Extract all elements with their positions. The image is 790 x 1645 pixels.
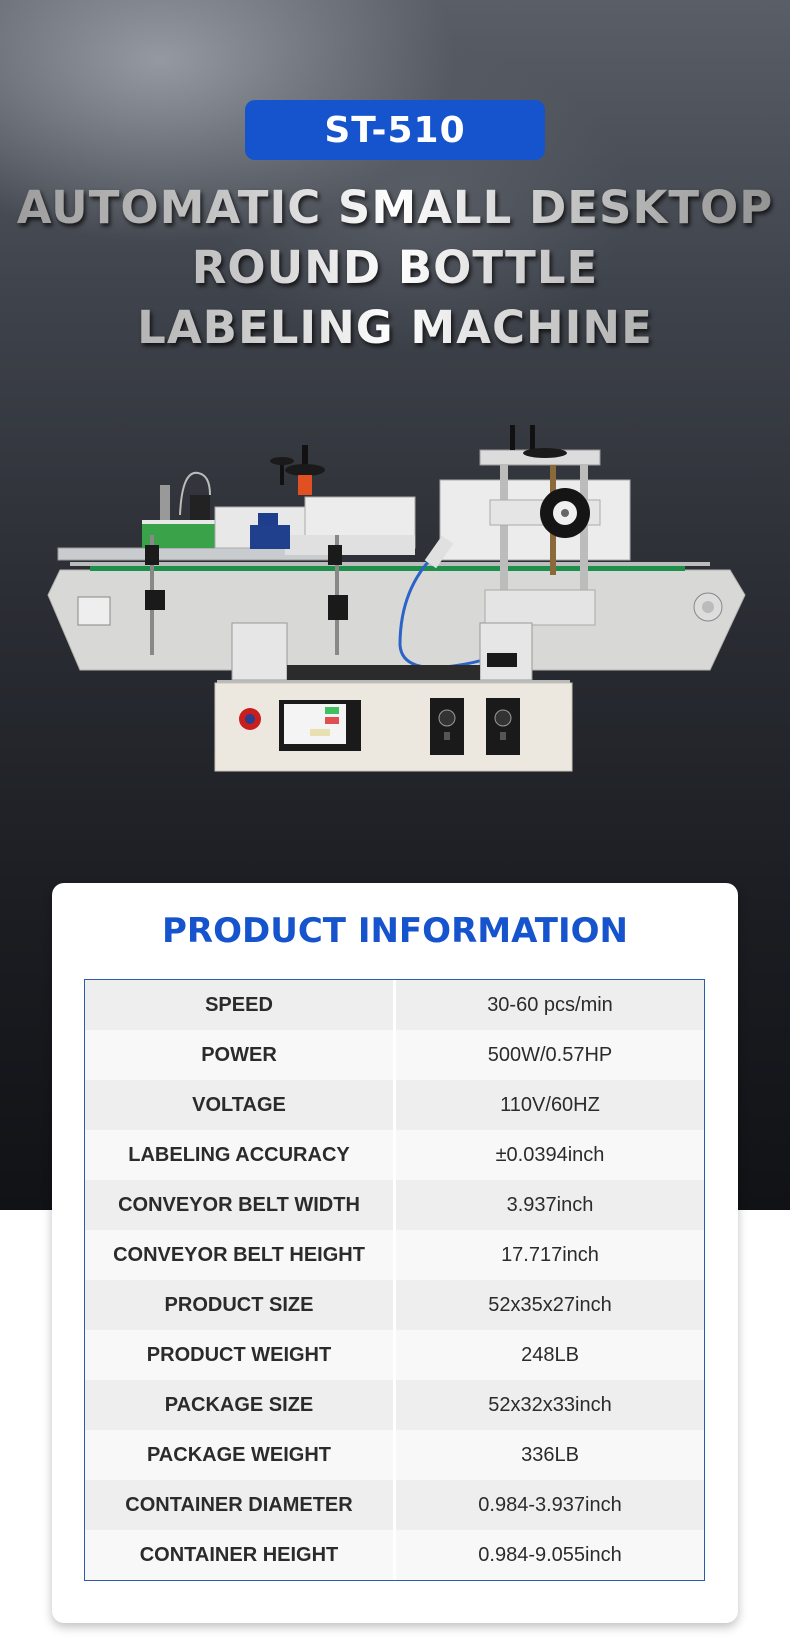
spec-row-product-size: PRODUCT SIZE 52x35x27inch [85, 1280, 704, 1330]
product-information-title: PRODUCT INFORMATION [162, 911, 628, 951]
model-badge-label: ST-510 [324, 109, 466, 151]
spec-value: 0.984-9.055inch [478, 1543, 622, 1566]
product-title: AUTOMATIC SMALL DESKTOP ROUND BOTTLE LAB… [0, 178, 790, 358]
spec-table: SPEED 30-60 pcs/min POWER 500W/0.57HP VO… [84, 979, 705, 1581]
spec-label: VOLTAGE [85, 1080, 396, 1130]
spec-value: 52x35x27inch [488, 1293, 612, 1316]
spec-row-labeling-accuracy: LABELING ACCURACY ±0.0394inch [85, 1130, 704, 1180]
spec-label: CONVEYOR BELT WIDTH [85, 1180, 396, 1230]
product-title-line-1: AUTOMATIC SMALL DESKTOP [0, 178, 790, 238]
spec-label: CONTAINER DIAMETER [85, 1480, 396, 1530]
spec-row-container-diameter: CONTAINER DIAMETER 0.984-3.937inch [85, 1480, 704, 1530]
model-badge: ST-510 [245, 100, 545, 160]
spec-value: 17.717inch [501, 1243, 599, 1266]
spec-value: 500W/0.57HP [487, 1043, 613, 1066]
spec-row-conveyor-belt-height: CONVEYOR BELT HEIGHT 17.717inch [85, 1230, 704, 1280]
spec-value: 3.937inch [506, 1193, 594, 1216]
spec-value: 0.984-3.937inch [478, 1493, 622, 1516]
spec-row-package-size: PACKAGE SIZE 52x32x33inch [85, 1380, 704, 1430]
spec-label: CONTAINER HEIGHT [85, 1530, 396, 1580]
spec-value: 248LB [521, 1343, 579, 1366]
spec-row-voltage: VOLTAGE 110V/60HZ [85, 1080, 704, 1130]
spec-label: PRODUCT WEIGHT [85, 1330, 396, 1380]
product-information-card: PRODUCT INFORMATION SPEED 30-60 pcs/min … [52, 883, 738, 1623]
spec-row-container-height: CONTAINER HEIGHT 0.984-9.055inch [85, 1530, 704, 1580]
spec-label: PACKAGE WEIGHT [85, 1430, 396, 1480]
spec-value: 30-60 pcs/min [487, 993, 613, 1016]
spec-row-power: POWER 500W/0.57HP [85, 1030, 704, 1080]
spec-row-conveyor-belt-width: CONVEYOR BELT WIDTH 3.937inch [85, 1180, 704, 1230]
spec-label: LABELING ACCURACY [85, 1130, 396, 1180]
spec-label: PACKAGE SIZE [85, 1380, 396, 1430]
spec-row-speed: SPEED 30-60 pcs/min [85, 980, 704, 1030]
spec-value: 336LB [521, 1443, 579, 1466]
spec-value: 110V/60HZ [500, 1093, 600, 1116]
product-title-line-3: LABELING MACHINE [0, 298, 790, 358]
spec-row-product-weight: PRODUCT WEIGHT 248LB [85, 1330, 704, 1380]
spec-value: 52x32x33inch [488, 1393, 612, 1416]
spec-label: CONVEYOR BELT HEIGHT [85, 1230, 396, 1280]
labeling-machine-image [47, 425, 746, 772]
spec-label: SPEED [85, 980, 396, 1030]
spec-value: ±0.0394inch [495, 1143, 605, 1166]
product-title-line-2: ROUND BOTTLE [0, 238, 790, 298]
spec-label: POWER [85, 1030, 396, 1080]
spec-label: PRODUCT SIZE [85, 1280, 396, 1330]
spec-row-package-weight: PACKAGE WEIGHT 336LB [85, 1430, 704, 1480]
